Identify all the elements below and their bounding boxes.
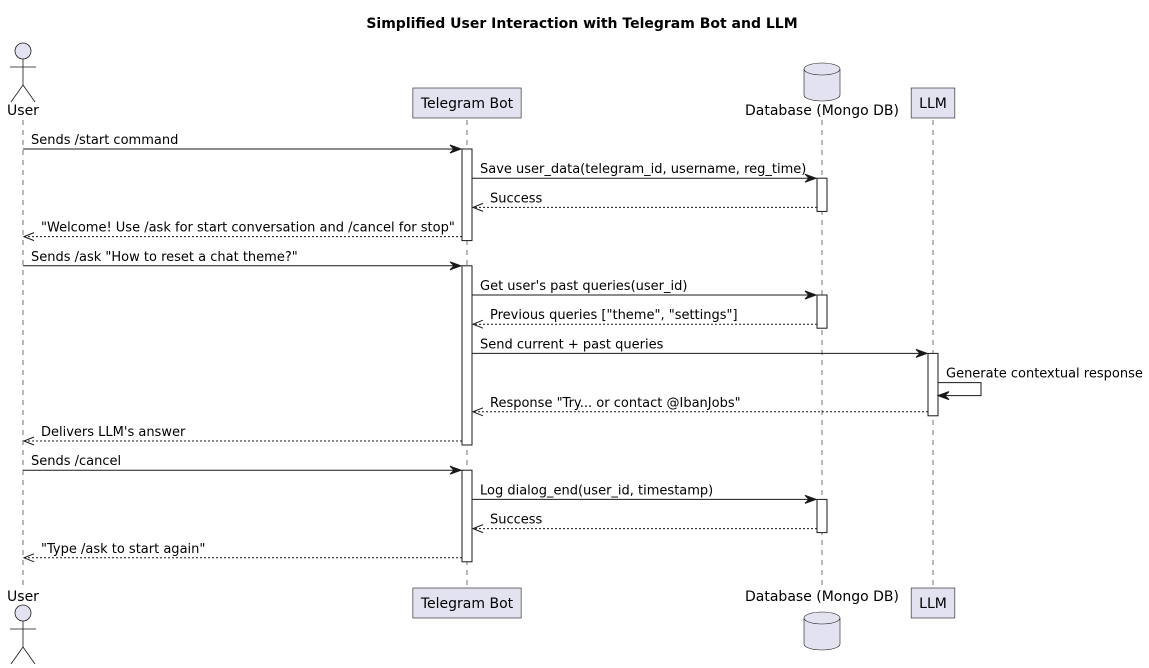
actor-leg-left (10, 646, 24, 665)
message-4: Sends /ask "How to reset a chat theme?" (23, 250, 463, 271)
message-8: Generate contextual response (936, 367, 1143, 401)
actor-user-top (10, 42, 36, 103)
database-cylinder-rim (803, 68, 841, 76)
arrowhead (471, 524, 484, 534)
participant-label: LLM (919, 596, 947, 612)
arrowhead (471, 202, 484, 212)
participant-label: Telegram Bot (420, 596, 514, 612)
activation-bar-db (816, 294, 828, 329)
message-label: Success (490, 513, 543, 528)
actor-leg-right (22, 84, 36, 103)
message-label: Log dialog_end(user_id, timestamp) (480, 483, 713, 498)
activation-bar-bot (461, 469, 473, 563)
participant-box (910, 87, 956, 119)
database-label-bottom: Database (Mongo DB) (745, 589, 899, 605)
actor-head (14, 42, 32, 60)
message-10: Delivers LLM's answer (22, 425, 462, 446)
message-label: Success (490, 191, 543, 206)
arrowhead (936, 391, 950, 401)
self-message-line (938, 382, 982, 397)
actor-label-top: User (7, 103, 39, 119)
participant-label: LLM (919, 96, 947, 112)
participant-bot-top: Telegram Bot (412, 87, 522, 119)
database-icon-top (803, 62, 841, 102)
message-label: Get user's past queries(user_id) (480, 279, 687, 294)
message-3: "Welcome! Use /ask for start conversatio… (22, 221, 462, 242)
message-label: Delivers LLM's answer (41, 425, 186, 440)
message-label: Sends /start command (31, 133, 178, 148)
database-cylinder-body (803, 62, 841, 102)
database-icon-bottom (803, 611, 841, 651)
participant-bot-bottom: Telegram Bot (412, 587, 522, 619)
message-label: Sends /ask "How to reset a chat theme?" (31, 250, 298, 265)
message-7: Send current + past queries (472, 337, 929, 358)
diagram-title: Simplified User Interaction with Telegra… (366, 16, 797, 32)
participant-box (412, 87, 522, 119)
message-label: Response "Try... or contact @IbanJobs" (490, 396, 741, 411)
activation-bar-bot (461, 265, 473, 446)
arrowhead (22, 553, 35, 563)
message-12: Log dialog_end(user_id, timestamp) (472, 483, 818, 504)
message-11: Sends /cancel (23, 454, 463, 475)
message-0: Sends /start command (23, 133, 463, 154)
participant-box (910, 587, 956, 619)
participant-llm-top: LLM (910, 87, 956, 119)
database-cylinder-body (803, 611, 841, 651)
message-label: "Type /ask to start again" (41, 542, 205, 557)
message-label: Previous queries ["theme", "settings"] (490, 308, 738, 323)
message-13: Success (471, 513, 817, 534)
message-1: Save user_data(telegram_id, username, re… (472, 162, 818, 183)
arrowhead (449, 144, 463, 154)
participant-llm-bottom: LLM (910, 587, 956, 619)
database-cylinder-rim (803, 617, 841, 625)
arrowhead (471, 319, 484, 329)
actor-user-bottom (10, 604, 36, 665)
message-label: Sends /cancel (31, 454, 121, 469)
activation-bar-llm (927, 352, 939, 417)
actor-label-bottom: User (7, 589, 39, 605)
participant-label: Telegram Bot (420, 96, 514, 112)
activations (461, 148, 939, 563)
actor-head (14, 604, 32, 622)
activation-bar-db (816, 498, 828, 534)
message-label: Send current + past queries (480, 337, 664, 352)
message-5: Get user's past queries(user_id) (472, 279, 818, 300)
message-14: "Type /ask to start again" (22, 542, 462, 563)
arrowhead (449, 261, 463, 271)
message-2: Success (471, 191, 817, 212)
lifelines (22, 120, 934, 588)
arrowhead (22, 232, 35, 242)
message-6: Previous queries ["theme", "settings"] (471, 308, 817, 329)
actor-leg-left (10, 84, 24, 103)
arrowhead (471, 407, 484, 417)
arrowhead (804, 173, 818, 183)
arrowhead (22, 436, 35, 446)
participant-box (412, 587, 522, 619)
arrowhead (804, 290, 818, 300)
arrowhead (804, 494, 818, 504)
arrowhead (449, 465, 463, 475)
activation-bar-bot (461, 148, 473, 242)
activation-bar-db (816, 177, 828, 212)
message-label: Generate contextual response (946, 367, 1143, 382)
message-label: "Welcome! Use /ask for start conversatio… (41, 221, 455, 236)
actor-leg-right (22, 646, 36, 665)
message-9: Response "Try... or contact @IbanJobs" (471, 396, 928, 417)
database-label-top: Database (Mongo DB) (745, 103, 899, 119)
message-label: Save user_data(telegram_id, username, re… (480, 162, 806, 177)
arrowhead (915, 348, 929, 358)
